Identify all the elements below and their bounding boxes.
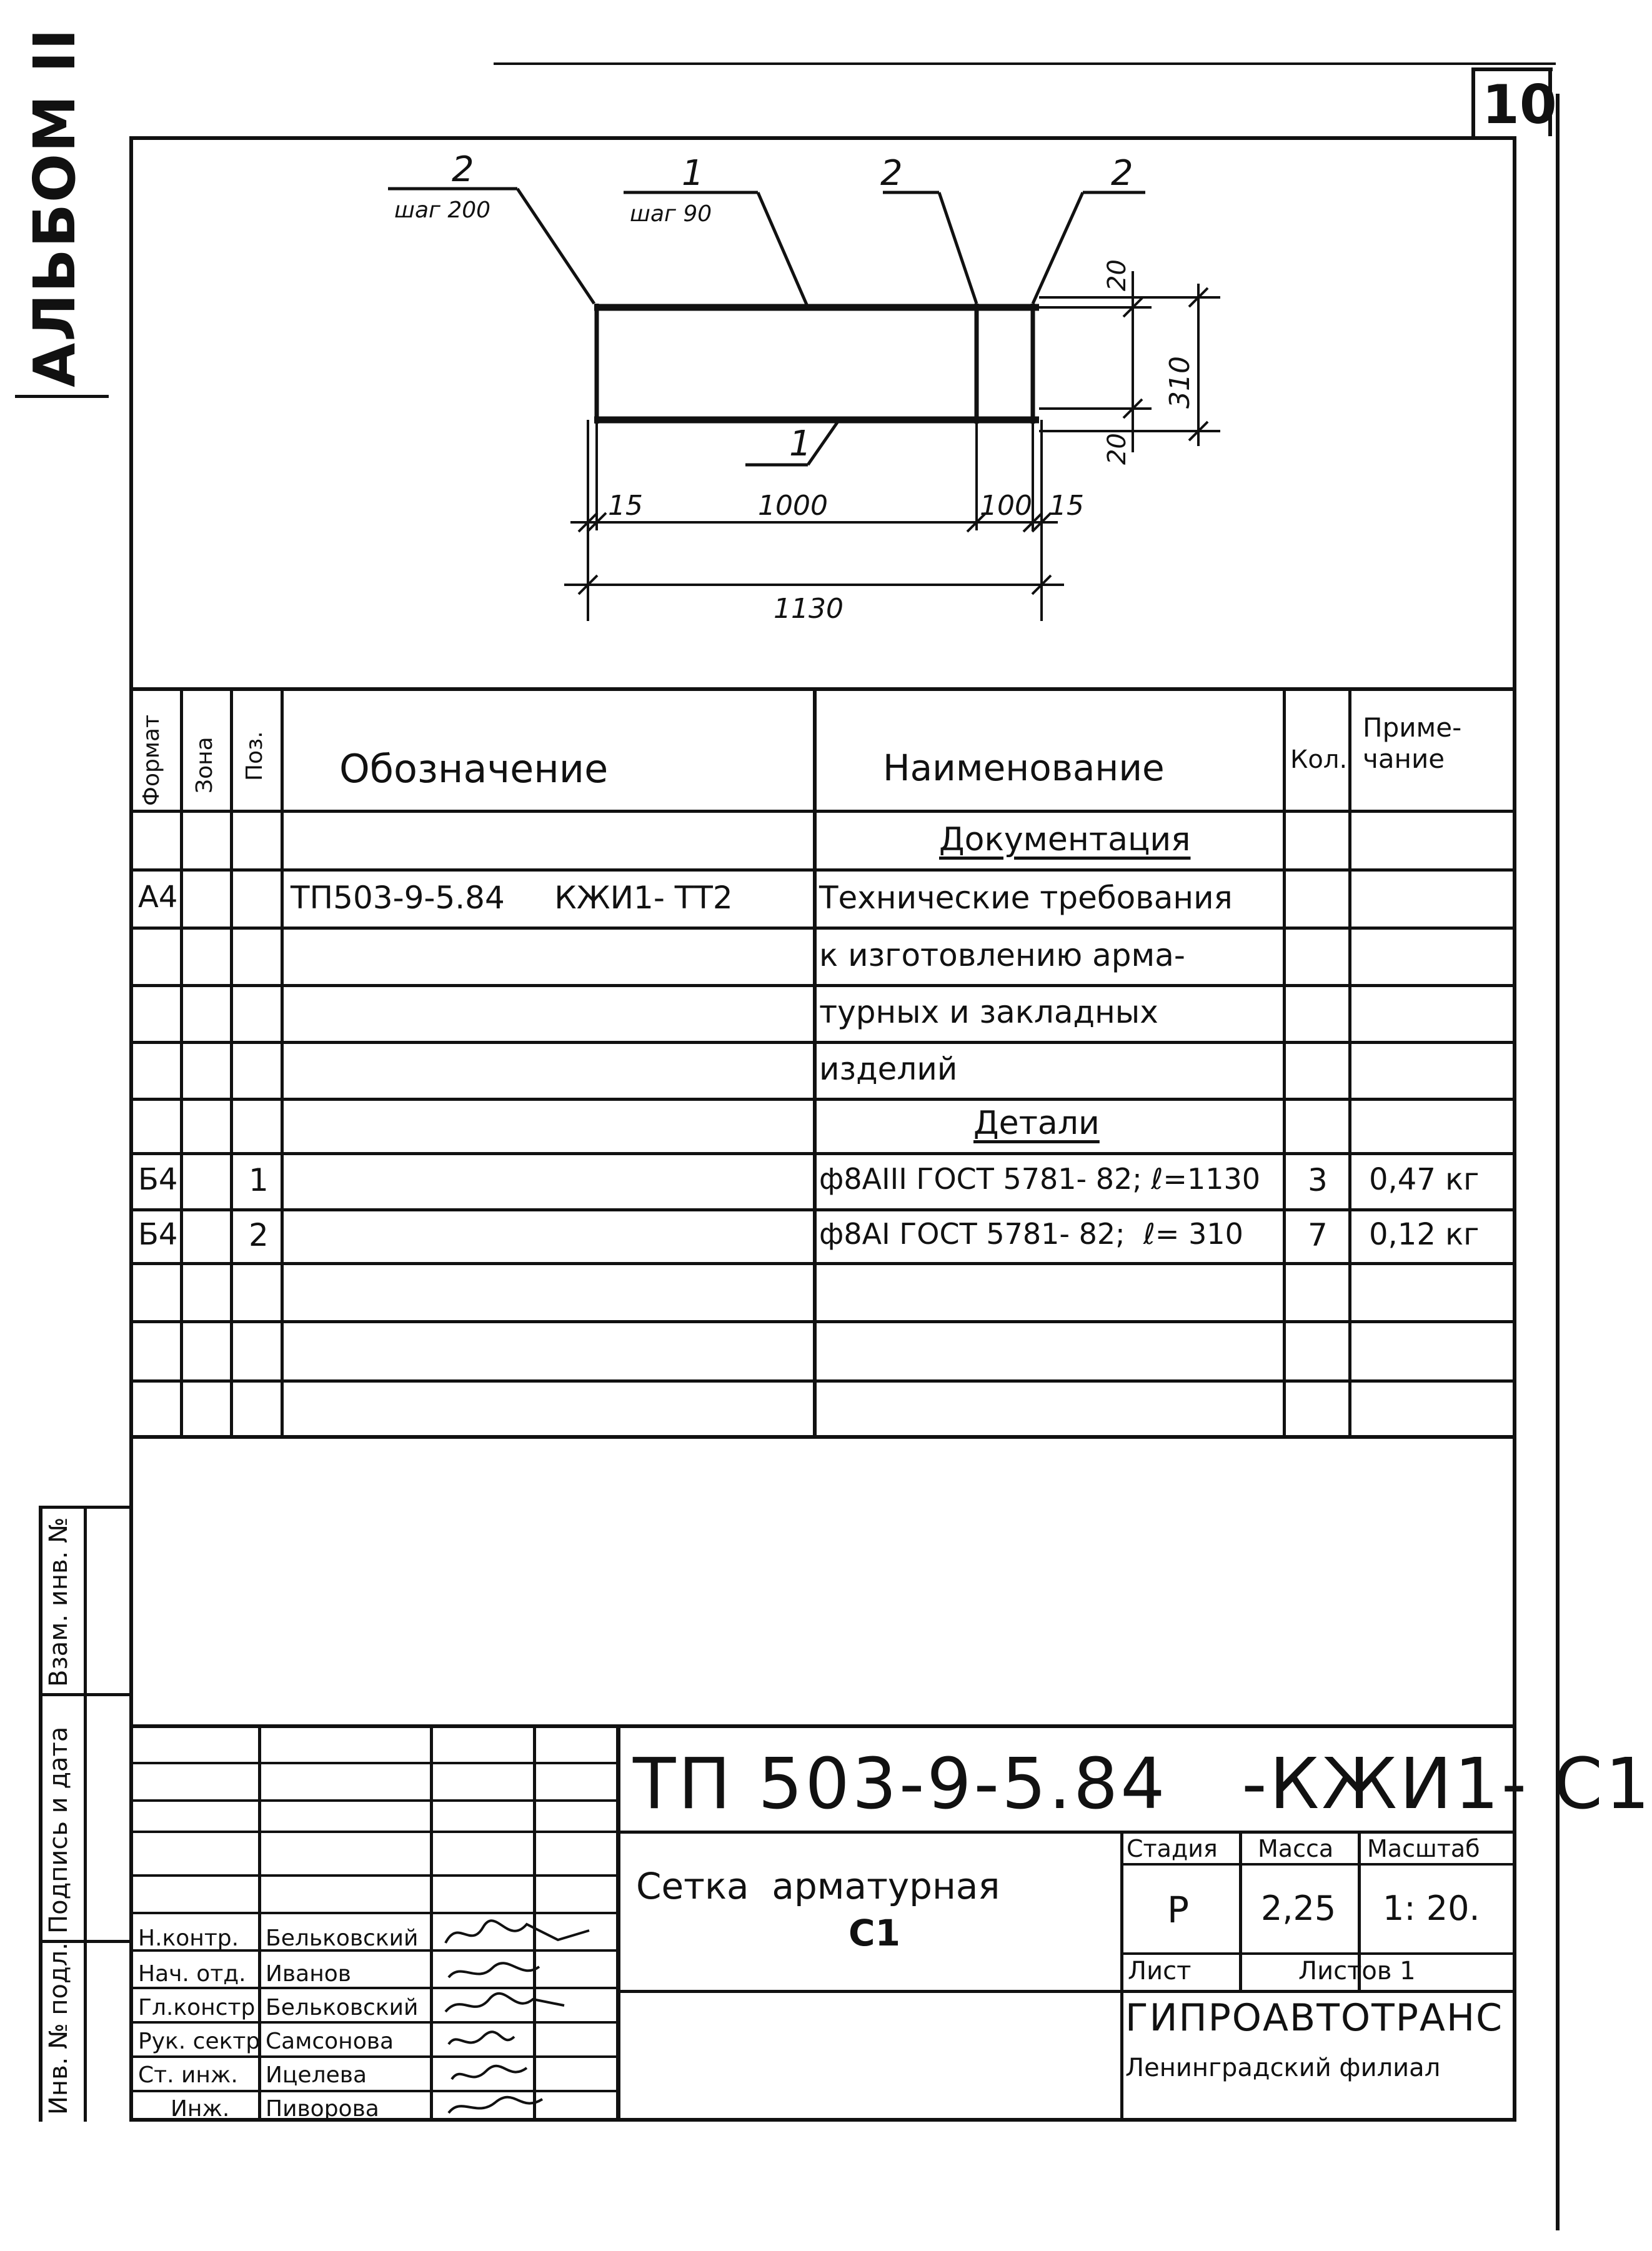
- row-format: А4: [138, 880, 178, 915]
- callout-5-pos: 1: [789, 424, 812, 464]
- mesh-drawing: 2 шаг 200 1 шаг 90 2 2 1 15 1000 100 15 …: [388, 149, 1220, 625]
- sign-date-label: Подпись и дата: [44, 1726, 73, 1934]
- document-title-mark: С1: [848, 1912, 900, 1954]
- dim-span: 1000: [758, 490, 828, 522]
- row-format: Б4: [138, 1217, 178, 1252]
- row-heading-documentation: Документация: [939, 821, 1191, 858]
- sheets-label: Листов 1: [1298, 1957, 1416, 1985]
- staff-name: Ицелева: [266, 2062, 367, 2088]
- row-name: Технические требования: [819, 880, 1233, 916]
- callout-2-pos: 1: [682, 153, 704, 194]
- signature-4: [447, 2030, 515, 2045]
- stage-value: Р: [1167, 1889, 1189, 1931]
- row-name: ф8АI ГОСТ 5781- 82; ℓ= 310: [819, 1217, 1243, 1251]
- row-qty: 3: [1308, 1162, 1328, 1198]
- staff-name: Иванов: [266, 1961, 351, 1987]
- staff-name: Бельковский: [266, 1995, 419, 2020]
- row-note: 0,47 кг: [1369, 1162, 1480, 1197]
- dim-height: 310: [1164, 356, 1196, 409]
- dim-total: 1130: [774, 593, 843, 625]
- row-name: турных и закладных: [819, 994, 1158, 1030]
- header-qty: Кол.: [1290, 745, 1348, 774]
- mass-value: 2,25: [1261, 1889, 1336, 1928]
- signature-1: [444, 1919, 590, 1944]
- row-designation: ТП503-9-5.84 КЖИ1- ТТ2: [291, 880, 733, 916]
- dim-bottom-cover: 20: [1103, 433, 1132, 465]
- callout-4-pos: 2: [1111, 153, 1133, 194]
- header-format: Формат: [139, 714, 164, 806]
- document-code: ТП 503-9-5.84 -КЖИ1- С1: [633, 1744, 1652, 1825]
- signature-3: [444, 1992, 565, 2013]
- album-label: АЛЬБОМ II: [21, 27, 88, 387]
- header-name: Наименование: [883, 747, 1165, 789]
- title-block: ТП 503-9-5.84 -КЖИ1- С1 Сетка арматурная…: [133, 1724, 1650, 2122]
- scale-label: Масштаб: [1367, 1835, 1480, 1862]
- signature-5: [450, 2064, 528, 2080]
- sheet-number: 10: [1482, 74, 1557, 136]
- staff-role: Ст. инж.: [138, 2062, 238, 2088]
- document-title: Сетка арматурная: [636, 1865, 1000, 1907]
- callout-3-pos: 2: [880, 153, 903, 194]
- row-heading-details: Детали: [973, 1105, 1100, 1142]
- scale-value: 1: 20.: [1383, 1889, 1480, 1928]
- row-format: Б4: [138, 1162, 178, 1197]
- dim-end-left: 15: [608, 490, 643, 522]
- staff-role: Нач. отд.: [138, 1961, 246, 1987]
- spec-table: Формат Зона Поз. Обозначение Наименовани…: [133, 687, 1513, 1449]
- row-name: ф8АIII ГОСТ 5781- 82; ℓ=1130: [819, 1162, 1261, 1196]
- dim-top-cover: 20: [1103, 259, 1132, 291]
- side-stamp: Взам. инв. № Подпись и дата Инв. № подл.: [39, 1506, 129, 2122]
- staff-role: Гл.констр: [138, 1995, 256, 2020]
- signature-2: [447, 1962, 540, 1979]
- callout-1-pos: 2: [452, 149, 474, 190]
- header-pos: Поз.: [242, 731, 267, 781]
- staff-role: Инж.: [171, 2096, 230, 2122]
- staff-name: Пиворова: [266, 2096, 379, 2122]
- branch-name: Ленинградский филиал: [1125, 2054, 1441, 2082]
- staff-role: Рук. сектр: [138, 2029, 261, 2054]
- callout-1-note: шаг 200: [394, 197, 490, 223]
- staff-role: Н.контр.: [138, 1926, 239, 1951]
- sheet-frame: [129, 136, 1516, 2122]
- header-note: Приме- чание: [1363, 712, 1462, 775]
- organization-name: ГИПРОАВТОТРАНС: [1125, 1996, 1503, 2040]
- signatures: [444, 1919, 590, 2114]
- stage-label: Стадия: [1127, 1835, 1218, 1862]
- dim-gap: 100: [980, 490, 1032, 522]
- signature-6: [447, 2095, 544, 2114]
- mass-label: Масса: [1258, 1835, 1334, 1862]
- row-name: к изготовлению арма-: [819, 937, 1185, 973]
- staff-name: Бельковский: [266, 1926, 419, 1951]
- row-note: 0,12 кг: [1369, 1217, 1480, 1252]
- sheet-label: Лист: [1128, 1957, 1192, 1985]
- callout-2-note: шаг 90: [630, 201, 712, 227]
- inv-replace-label: Взам. инв. №: [44, 1517, 73, 1687]
- dim-end-right: 15: [1049, 490, 1084, 522]
- header-zone: Зона: [192, 737, 217, 793]
- row-pos: 2: [249, 1217, 269, 1253]
- staff-name: Самсонова: [266, 2029, 394, 2054]
- row-qty: 7: [1308, 1217, 1328, 1253]
- header-designation: Обозначение: [339, 746, 609, 792]
- row-pos: 1: [249, 1162, 269, 1198]
- inv-orig-label: Инв. № подл.: [44, 1942, 73, 2115]
- row-name: изделий: [819, 1051, 958, 1087]
